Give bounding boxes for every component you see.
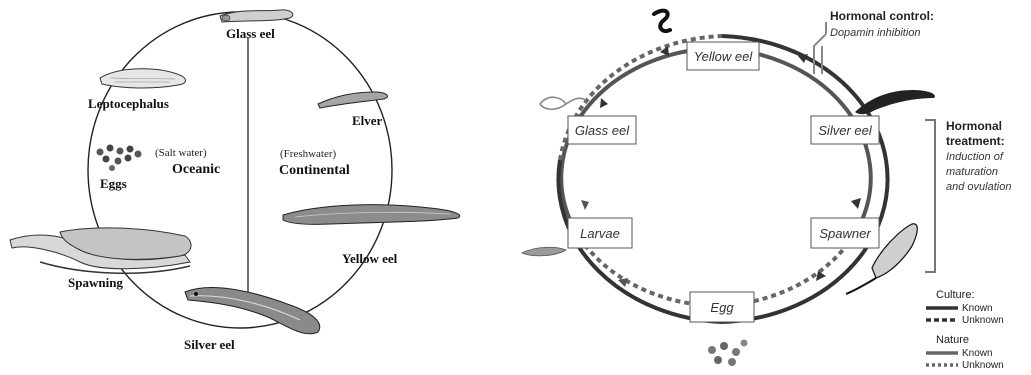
legend-culture-known: Known bbox=[962, 303, 993, 314]
hormonal-treatment-title-1: Hormonal bbox=[946, 119, 1002, 133]
label-elver: Elver bbox=[352, 113, 383, 128]
spawning-drawing bbox=[10, 228, 191, 273]
label-oceanic: Oceanic bbox=[172, 162, 220, 177]
stage-box-spawner: Spawner bbox=[811, 218, 879, 248]
box-label-larvae: Larvae bbox=[580, 226, 620, 241]
hormonal-treatment-line-1: Induction of bbox=[946, 151, 1004, 163]
hormonal-treatment-line-3: and ovulation bbox=[946, 181, 1011, 193]
legend-culture-unknown: Unknown bbox=[962, 315, 1004, 326]
cycle-arrows bbox=[581, 46, 861, 307]
stage-box-silver-eel: Silver eel bbox=[811, 116, 879, 144]
eggs-drawing bbox=[97, 145, 142, 172]
label-continental: Continental bbox=[279, 163, 350, 178]
legend-nature-unknown: Unknown bbox=[962, 360, 1004, 371]
legend-culture-title: Culture: bbox=[936, 289, 975, 301]
hormonal-treatment-annotation: Hormonal treatment: Induction of maturat… bbox=[925, 119, 1011, 272]
stage-box-yellow-eel: Yellow eel bbox=[687, 42, 759, 70]
label-silver-eel: Silver eel bbox=[184, 337, 235, 352]
hormonal-control-annotation: Hormonal control: Dopamin inhibition bbox=[814, 9, 934, 74]
right-life-cycle-diagram: Yellow eel Silver eel Spawner Egg Larvae… bbox=[522, 9, 1011, 371]
larvae-icon bbox=[522, 247, 566, 256]
box-label-silver-eel: Silver eel bbox=[818, 123, 873, 138]
nature-cycle-path bbox=[561, 48, 870, 306]
box-label-glass-eel: Glass eel bbox=[575, 123, 630, 138]
stage-box-glass-eel: Glass eel bbox=[568, 116, 636, 144]
hormonal-control-title: Hormonal control: bbox=[830, 9, 934, 23]
stage-box-larvae: Larvae bbox=[568, 218, 632, 248]
label-spawning: Spawning bbox=[68, 275, 123, 290]
box-label-egg: Egg bbox=[710, 300, 734, 315]
yellow-eel-drawing bbox=[283, 205, 460, 225]
left-life-cycle-diagram: Glass eel Leptocephalus Eggs Spawning bbox=[10, 10, 460, 352]
stage-box-egg: Egg bbox=[690, 292, 754, 322]
label-freshwater: (Freshwater) bbox=[280, 148, 337, 160]
leptocephalus-drawing bbox=[100, 69, 185, 88]
elver-drawing bbox=[318, 92, 387, 108]
hormonal-treatment-title-2: treatment: bbox=[946, 134, 1005, 148]
legend-nature-known: Known bbox=[962, 348, 993, 359]
label-salt-water: (Salt water) bbox=[155, 147, 207, 159]
hormonal-treatment-line-2: maturation bbox=[946, 166, 998, 178]
yellow-eel-icon bbox=[654, 11, 670, 31]
legend-nature-title: Nature bbox=[936, 334, 969, 346]
culture-cycle-path bbox=[558, 36, 887, 322]
silver-eel-icon bbox=[855, 90, 935, 114]
hormonal-control-subtitle: Dopamin inhibition bbox=[830, 27, 921, 39]
label-yellow-eel: Yellow eel bbox=[342, 251, 398, 266]
eggs-icon bbox=[708, 340, 748, 367]
label-eggs: Eggs bbox=[100, 176, 127, 191]
label-glass-eel: Glass eel bbox=[226, 26, 275, 41]
label-leptocephalus: Leptocephalus bbox=[88, 96, 169, 111]
legend: Culture: Known Unknown Nature Known Unkn… bbox=[926, 289, 1004, 371]
box-label-spawner: Spawner bbox=[819, 226, 871, 241]
box-label-yellow-eel: Yellow eel bbox=[694, 49, 754, 64]
